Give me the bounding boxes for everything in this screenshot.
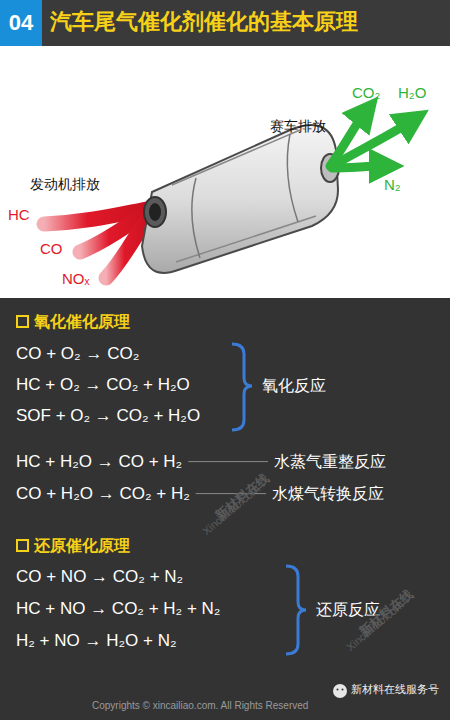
gas-label: H₂O	[398, 84, 426, 102]
equation: HC + NO → CO₂ + H₂ + N₂	[16, 599, 220, 619]
equation: SOF + O₂ → CO₂ + H₂O	[16, 406, 200, 426]
gas-label: NOₓ	[62, 270, 89, 288]
copyright-note: Copyrights © xincailiao.com. All Rights …	[92, 700, 308, 712]
equation: HC + O₂ → CO₂ + H₂O	[16, 375, 190, 395]
section-bullet	[17, 316, 28, 327]
section-number: 04	[9, 10, 33, 36]
gas-label: N₂	[384, 176, 401, 194]
equation: HC + H₂O → CO + H₂	[16, 452, 182, 472]
equation: H₂ + NO → H₂O + N₂	[16, 631, 177, 651]
source-label: 发动机排放	[30, 176, 100, 193]
page-title: 汽车尾气催化剂催化的基本原理	[50, 9, 358, 35]
gas-label: CO	[40, 240, 63, 258]
exhaust-outflow	[330, 114, 410, 168]
reaction-type: 水煤气转换反应	[272, 484, 384, 503]
outlet-label: 赛车排放	[270, 118, 326, 135]
bracket	[286, 566, 306, 654]
reaction-type: 氧化反应	[262, 376, 326, 395]
catalytic-converter	[142, 125, 339, 273]
reaction-type: 水蒸气重整反应	[274, 452, 386, 471]
section-heading: 还原催化原理	[34, 536, 130, 555]
equation: CO + NO → CO₂ + N₂	[16, 567, 183, 587]
section-bullet	[17, 540, 28, 551]
leader-line	[188, 461, 268, 462]
section-heading: 氧化催化原理	[34, 312, 130, 331]
equation: CO + H₂O → CO₂ + H₂	[16, 484, 190, 504]
equation: CO + O₂ → CO₂	[16, 344, 139, 364]
account-name: 新材料在线服务号	[351, 683, 439, 696]
wechat-icon	[333, 684, 347, 698]
section-number-box: 04	[0, 0, 42, 46]
bracket	[232, 344, 252, 430]
gas-label: HC	[8, 206, 30, 224]
gas-label: CO₂	[352, 84, 380, 102]
